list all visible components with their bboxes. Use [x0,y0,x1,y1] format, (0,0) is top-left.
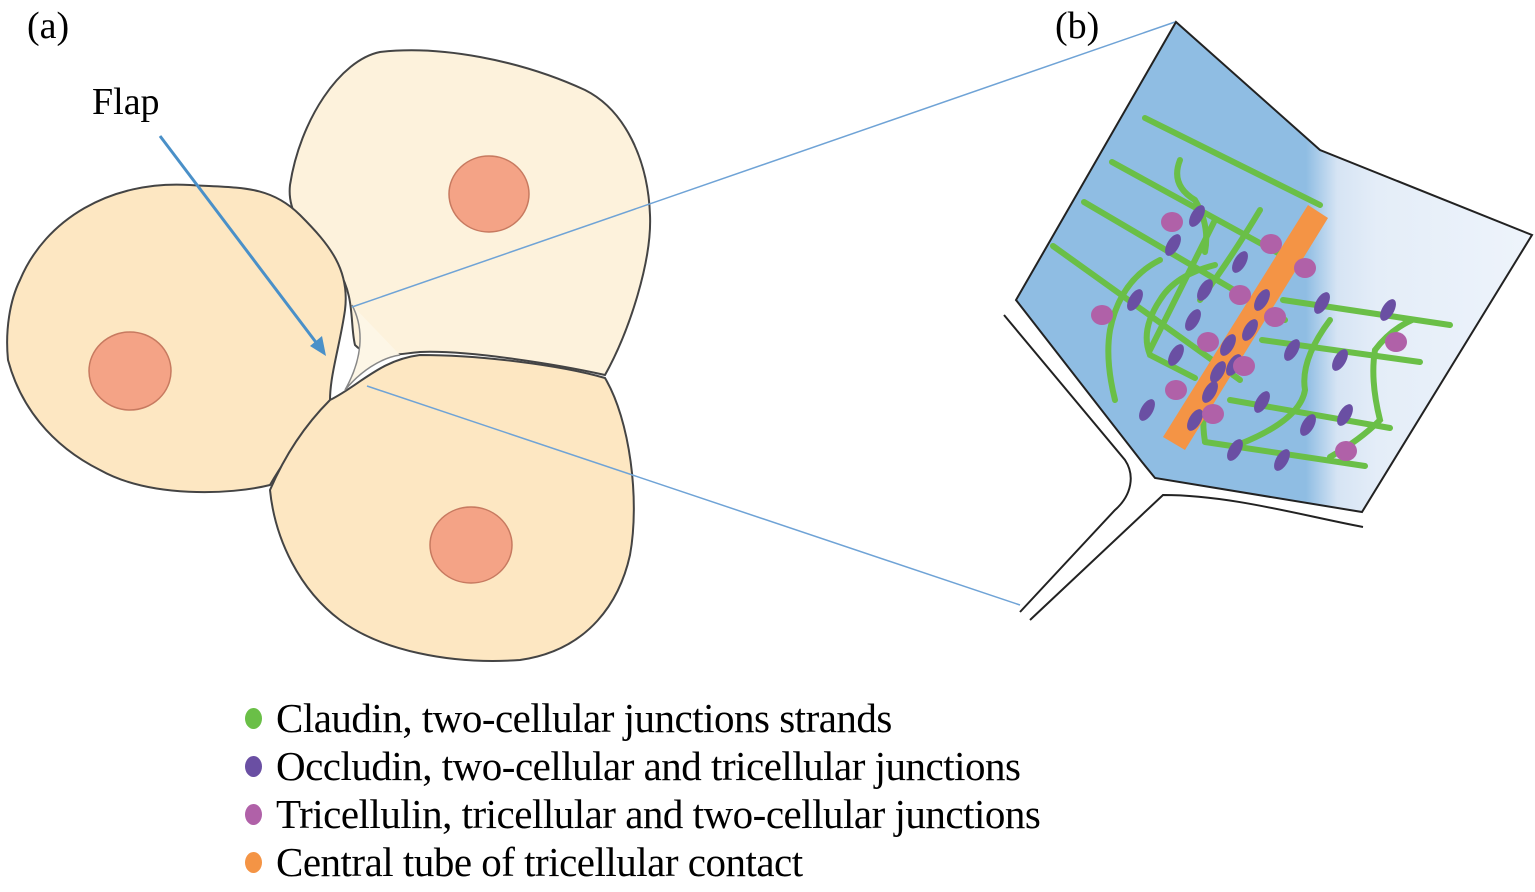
occludin-marker [1187,409,1203,431]
occludin-marker [1332,349,1348,371]
tricellulin-marker [1091,305,1113,325]
tricellulin-marker [1335,441,1357,461]
legend-label: Tricellulin, tricellular and two-cellula… [276,791,1041,837]
occludin-marker [1284,339,1300,361]
legend-item-central-tube: Central tube of tricellular contact [245,838,1040,886]
occludin-marker [1254,391,1270,413]
tricellulin-marker [1197,332,1219,352]
legend-dot-central-tube [245,851,262,873]
occludin-marker [1202,381,1218,403]
occludin-marker [1210,361,1226,383]
nucleus [429,506,513,584]
claudin-strand [1050,243,1243,383]
zoom-line-bottom [366,385,1021,606]
nucleus [88,331,172,411]
occludin-marker [1274,449,1290,471]
tricellulin-marker [1264,307,1286,327]
flap-label: Flap [92,81,160,123]
cell-outline [268,353,635,662]
occludin-marker [1139,399,1155,421]
legend-dot-occludin [245,755,262,777]
occludin-marker [1254,289,1270,311]
occludin-marker [1197,279,1213,301]
tricellulin-marker [1385,332,1407,352]
legend-dot-tricellulin [245,803,262,825]
tricellulin-marker [1161,212,1183,232]
occludin-marker [1168,344,1184,366]
legend-label: Central tube of tricellular contact [276,839,803,885]
claudin-strand [1237,317,1333,447]
occludin-marker [1220,334,1236,356]
legend: Claudin, two-cellular junctions strands … [245,694,1041,886]
legend-dot-claudin [245,707,262,729]
panel-a-label: (a) [27,5,69,47]
legend-item-occludin: Occludin, two-cellular and tricellular j… [245,742,1040,790]
occludin-marker [1314,292,1330,314]
membrane-outline [1029,493,1364,621]
occludin-group [1127,205,1396,471]
membrane-outline [1003,314,1132,613]
tricellulin-marker [1165,380,1187,400]
occludin-marker [1127,289,1143,311]
occludin-marker [1242,319,1258,341]
nucleus [448,155,530,233]
zoom-line-top [351,21,1176,308]
claudin-strand [1105,257,1163,403]
occludin-marker [1185,309,1201,331]
tricellulin-marker [1202,404,1224,424]
claudin-strand [1143,262,1218,381]
tricellulin-group [1091,212,1407,461]
legend-label: Claudin, two-cellular junctions strands [276,695,892,741]
claudin-strand [1147,217,1218,353]
claudin-strand [1142,115,1323,208]
occludin-marker [1227,439,1243,461]
cell-top-right [288,49,652,377]
flap-shape [344,304,401,391]
legend-item-tricellulin: Tricellulin, tricellular and two-cellula… [245,790,1041,838]
occludin-marker [1337,404,1353,426]
occludin-marker [1232,251,1248,273]
occludin-marker [1300,414,1316,436]
cell-bottom [268,353,635,662]
legend-item-claudin: Claudin, two-cellular junctions strands [245,694,1040,742]
legend-label: Occludin, two-cellular and tricellular j… [276,743,1021,789]
panel-b-label: (b) [1055,5,1099,47]
tricellulin-marker [1233,356,1255,376]
occludin-marker [1165,234,1181,256]
tricellulin-marker [1229,285,1251,305]
claudin-strand [1280,297,1453,328]
occludin-marker [1380,299,1396,321]
occludin-marker [1189,205,1205,227]
tricellulin-marker [1294,258,1316,278]
tricellulin-marker [1260,234,1282,254]
flap-arrow [158,135,326,356]
